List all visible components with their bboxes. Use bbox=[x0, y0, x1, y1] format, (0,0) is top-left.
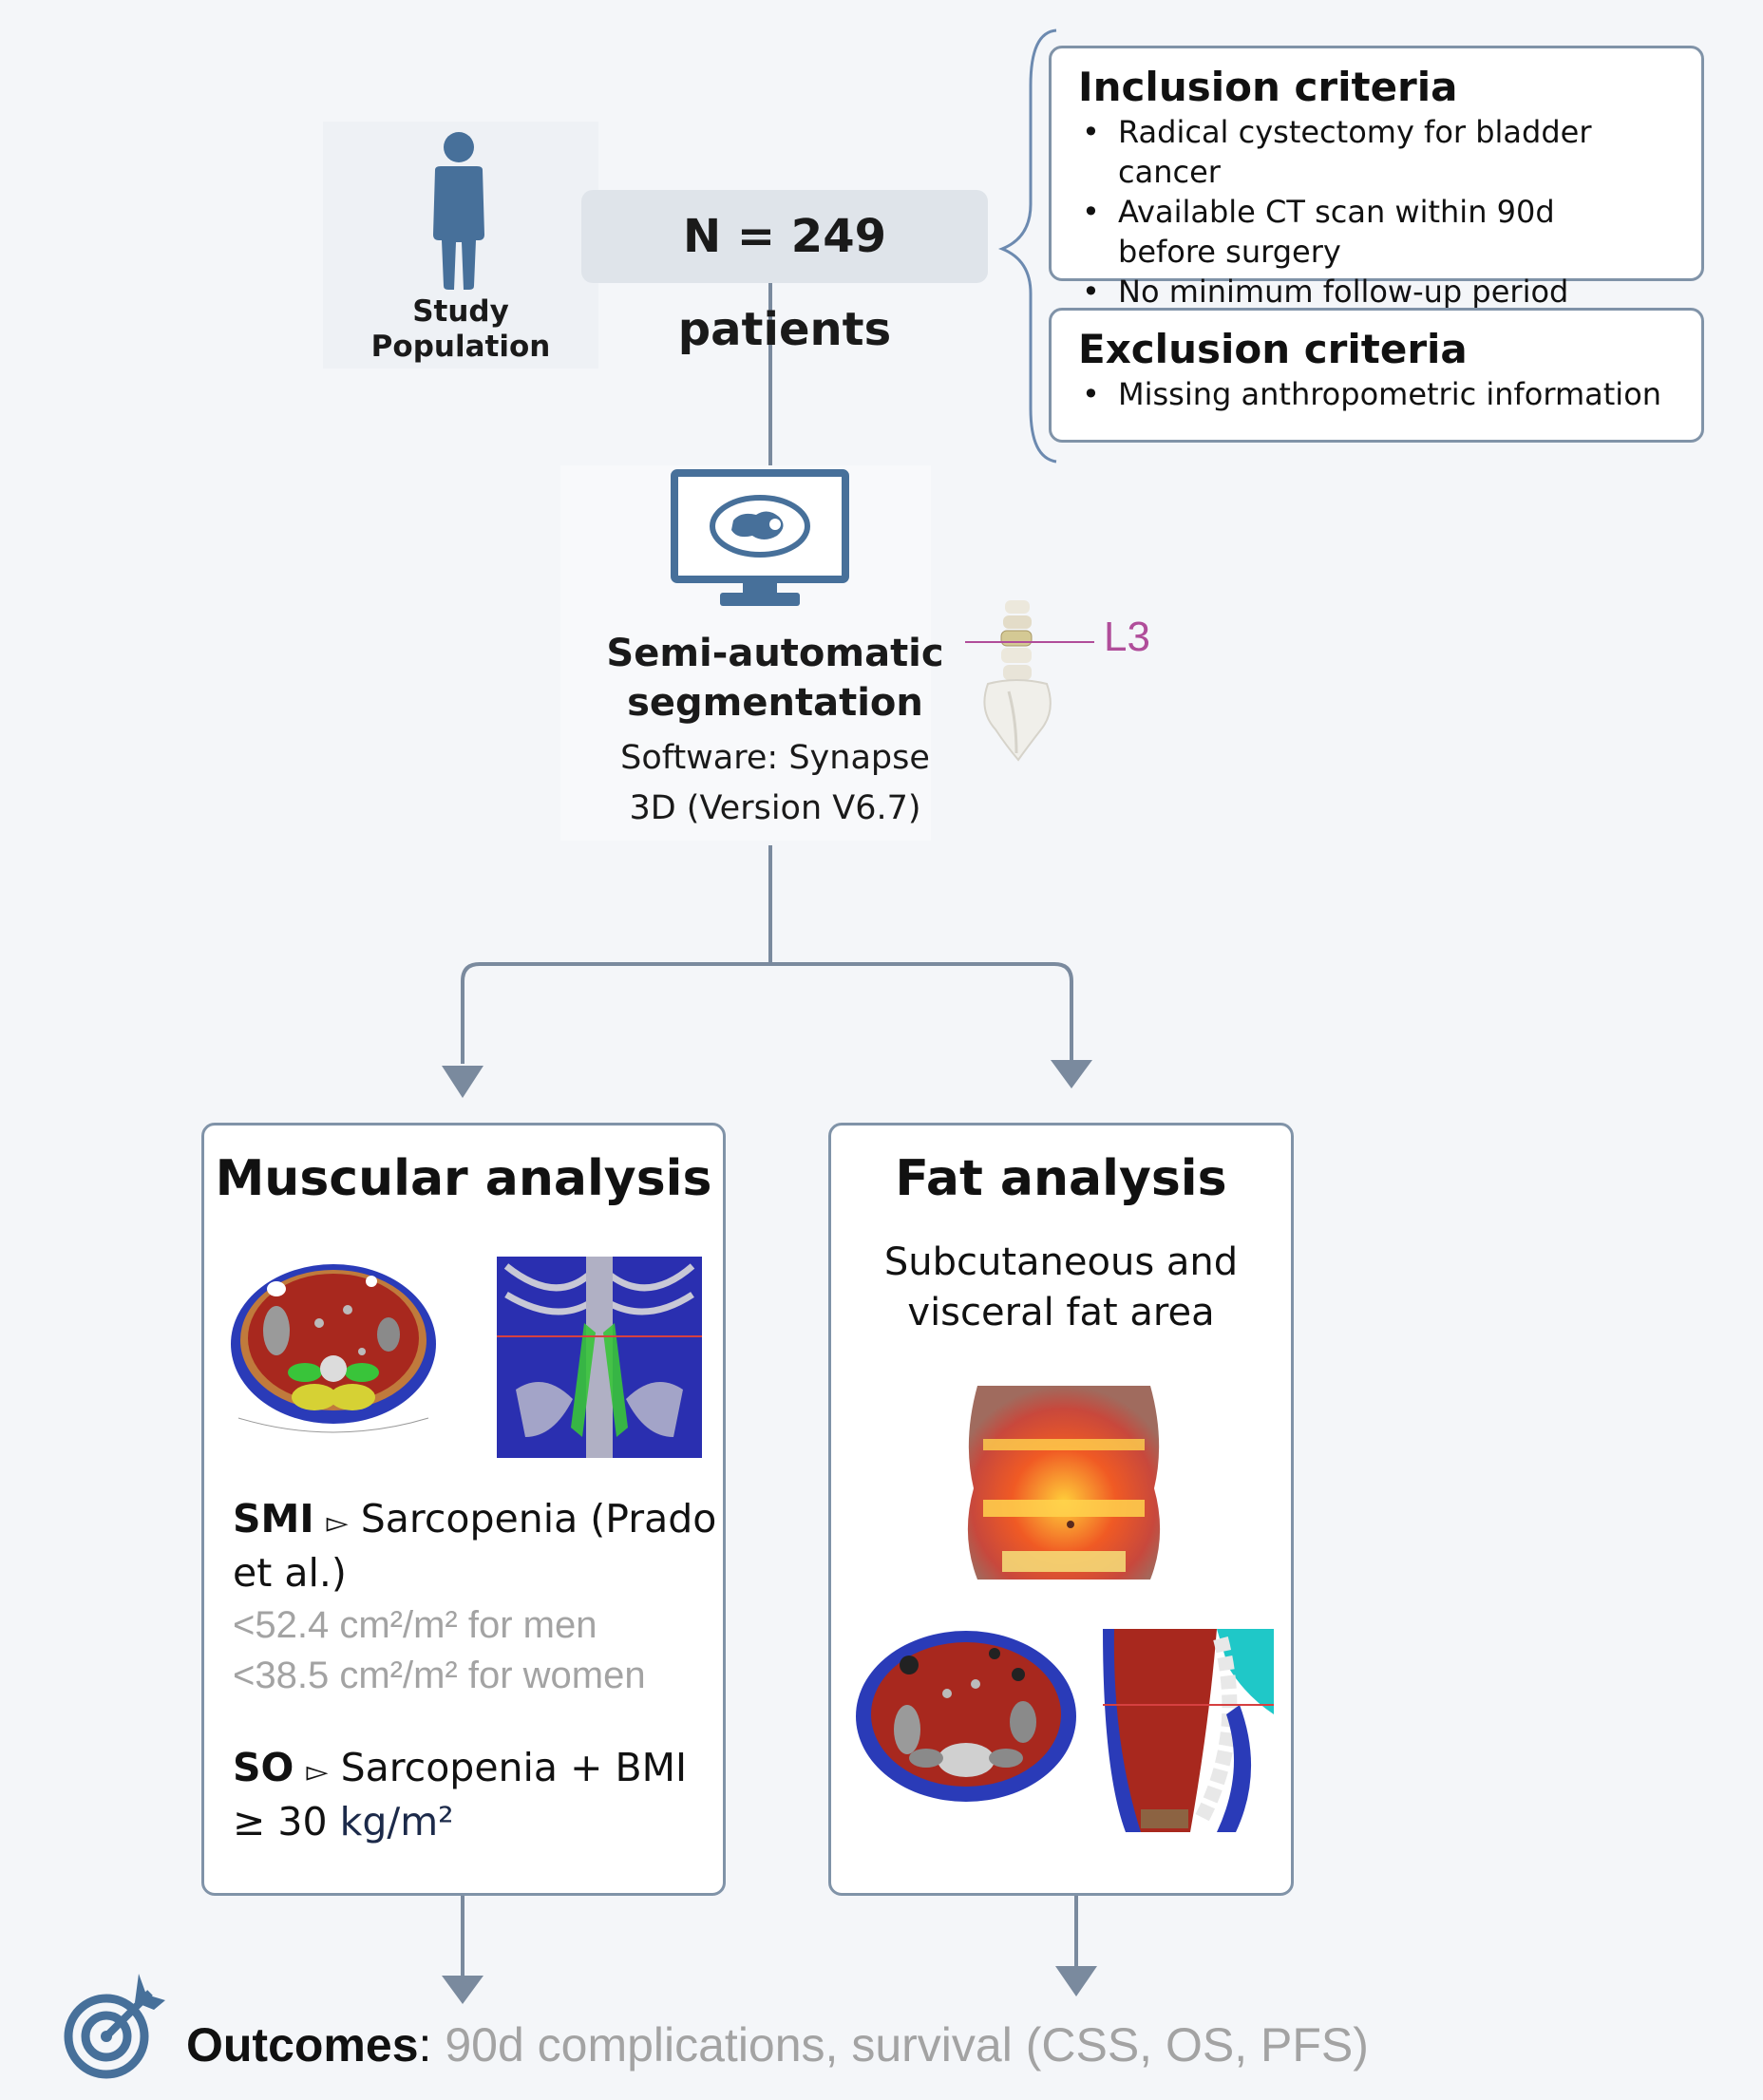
exclusion-criteria-box: Exclusion criteria Missing anthropometri… bbox=[1049, 308, 1704, 443]
inclusion-item: Radical cystectomy for bladder cancer bbox=[1078, 112, 1675, 192]
threshold-men: <52.4 cm²/m² for men bbox=[233, 1604, 597, 1646]
population-label-line2: Population bbox=[370, 330, 551, 364]
fat-ct-axial-image bbox=[856, 1631, 1076, 1802]
arrow-to-muscular bbox=[442, 1066, 483, 1098]
fat-subtitle-line2: visceral fat area bbox=[907, 1291, 1215, 1334]
threshold-women: <38.5 cm²/m² for women bbox=[233, 1655, 646, 1696]
segmentation-software: Software: Synapse 3D (Version V6.7) bbox=[570, 733, 980, 834]
monitor-icon bbox=[671, 469, 849, 606]
muscular-analysis-box: Muscular analysis bbox=[201, 1123, 726, 1896]
fat-title: Fat analysis bbox=[895, 1150, 1227, 1207]
inclusion-list: Radical cystectomy for bladder cancer Av… bbox=[1078, 112, 1675, 312]
person-icon bbox=[433, 132, 484, 290]
sarcopenia-thresholds: <52.4 cm²/m² for men <38.5 cm²/m² for wo… bbox=[233, 1600, 717, 1701]
smi-arrow: ▻ bbox=[326, 1506, 349, 1540]
exclusion-item: Missing anthropometric information bbox=[1078, 374, 1675, 414]
outcomes-label: Outcomes bbox=[186, 2018, 419, 2072]
software-line1: Software: Synapse bbox=[620, 739, 930, 777]
inclusion-item: No minimum follow-up period bbox=[1078, 272, 1675, 312]
segmentation-title-line1: Semi-automatic bbox=[606, 632, 944, 675]
abdomen-heatmap-image bbox=[964, 1384, 1164, 1580]
so-abbreviation: SO bbox=[233, 1745, 294, 1790]
fat-subtitle-line1: Subcutaneous and bbox=[883, 1240, 1239, 1284]
inclusion-criteria-box: Inclusion criteria Radical cystectomy fo… bbox=[1049, 46, 1704, 312]
inclusion-item: Available CT scan within 90d before surg… bbox=[1078, 192, 1675, 272]
spine-illustration bbox=[983, 600, 1052, 762]
muscle-ct-axial-image bbox=[231, 1264, 436, 1433]
so-line1: SO ▻ Sarcopenia + BMI bbox=[233, 1743, 717, 1797]
so-text: Sarcopenia + BMI bbox=[340, 1745, 688, 1790]
exclusion-title: Exclusion criteria bbox=[1078, 326, 1468, 372]
arrow-muscular-outcomes bbox=[442, 1976, 483, 2004]
l3-label: L3 bbox=[1104, 614, 1150, 660]
muscle-3d-rendering bbox=[497, 1257, 702, 1458]
connector-branch bbox=[461, 962, 1073, 1064]
arrow-fat-outcomes bbox=[1055, 1966, 1097, 1996]
outcomes-text: 90d complications, survival (CSS, OS, PF… bbox=[445, 2018, 1369, 2072]
study-population-panel bbox=[323, 122, 598, 369]
fat-analysis-box: Fat analysis Subcutaneous and visceral f… bbox=[828, 1123, 1294, 1896]
segmentation-title: Semi-automatic segmentation bbox=[570, 629, 980, 728]
so-threshold-value: ≥ 30 bbox=[233, 1799, 328, 1845]
so-definition: SO ▻ Sarcopenia + BMI ≥ 30 kg/m² bbox=[233, 1743, 717, 1847]
l3-marker-line bbox=[965, 641, 1094, 643]
software-line2: 3D (Version V6.7) bbox=[629, 789, 921, 827]
smi-text: Sarcopenia (Prado et al.) bbox=[233, 1496, 717, 1596]
segmentation-title-line2: segmentation bbox=[627, 681, 923, 725]
so-line2: ≥ 30 kg/m² bbox=[233, 1797, 717, 1847]
fat-subtitle: Subcutaneous and visceral fat area bbox=[831, 1238, 1291, 1338]
exclusion-list: Missing anthropometric information bbox=[1078, 374, 1675, 414]
so-threshold-unit: kg/m² bbox=[339, 1799, 454, 1845]
study-population-label: Study Population bbox=[342, 294, 579, 365]
smi-definition: SMI ▻ Sarcopenia (Prado et al.) bbox=[233, 1494, 717, 1599]
arrow-to-fat bbox=[1051, 1060, 1092, 1088]
outcomes-line: Outcomes: 90d complications, survival (C… bbox=[186, 2017, 1369, 2072]
patient-count: N = 249 patients bbox=[581, 190, 988, 356]
inclusion-title: Inclusion criteria bbox=[1078, 64, 1458, 110]
muscular-title: Muscular analysis bbox=[215, 1150, 712, 1207]
target-icon bbox=[64, 1974, 165, 2079]
fat-ct-sagittal-image bbox=[1103, 1629, 1274, 1832]
smi-abbreviation: SMI bbox=[233, 1496, 314, 1542]
so-arrow: ▻ bbox=[306, 1755, 329, 1788]
criteria-brace bbox=[997, 28, 1057, 464]
outcomes-separator: : bbox=[418, 2018, 432, 2072]
study-label-line1: Study bbox=[412, 294, 509, 329]
